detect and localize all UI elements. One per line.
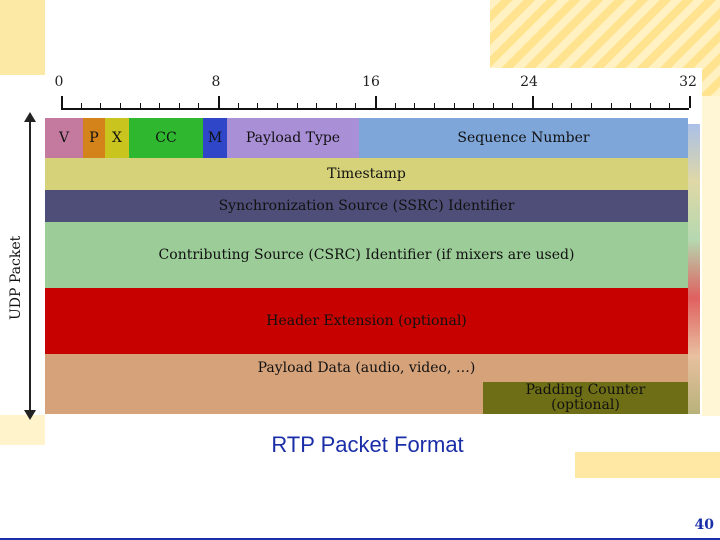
udp-packet-arrow <box>24 112 36 420</box>
background-decoration <box>0 415 45 445</box>
field-padding-counter: Padding Counter (optional) <box>483 382 688 414</box>
csrc-row: Contributing Source (CSRC) Identifier (i… <box>45 222 688 288</box>
ruler-tick <box>551 103 553 108</box>
field-payload-type: Payload Type <box>227 118 359 158</box>
ruler-tick <box>512 103 514 108</box>
ruler-tick <box>571 103 573 108</box>
ruler-tick <box>218 96 220 108</box>
bit-label-24: 24 <box>520 74 538 90</box>
field-timestamp: Timestamp <box>45 158 688 190</box>
header-row: V P X CC M Payload Type Sequence Number <box>45 118 688 158</box>
field-csrc-count: CC <box>129 118 203 158</box>
field-marker: M <box>203 118 227 158</box>
ruler-tick <box>119 103 121 108</box>
bit-label-0: 0 <box>54 74 64 90</box>
ruler-tick <box>394 103 396 108</box>
bit-label-32: 32 <box>679 74 697 90</box>
padding-row: Padding Counter (optional) <box>45 382 688 414</box>
ruler-tick <box>335 103 337 108</box>
ssrc-row: Synchronization Source (SSRC) Identifier <box>45 190 688 222</box>
ruler-tick <box>100 103 102 108</box>
payload-row: Payload Data (audio, video, …) <box>45 354 688 382</box>
ruler-tick <box>669 103 671 108</box>
ruler-tick <box>590 103 592 108</box>
ruler-tick <box>453 103 455 108</box>
ruler-tick <box>80 103 82 108</box>
field-ssrc: Synchronization Source (SSRC) Identifier <box>45 190 688 222</box>
ruler-tick <box>61 96 63 108</box>
ruler-tick <box>689 96 691 108</box>
background-decoration <box>575 452 720 478</box>
bit-ruler <box>61 108 689 110</box>
ruler-tick <box>198 103 200 108</box>
footer-line <box>0 538 720 540</box>
field-payload-data: Payload Data (audio, video, …) <box>45 354 688 382</box>
ruler-tick <box>532 96 534 108</box>
ruler-tick <box>237 103 239 108</box>
field-payload-data-cont <box>45 382 483 414</box>
field-extension: X <box>105 118 129 158</box>
ruler-tick <box>630 103 632 108</box>
bit-label-8: 8 <box>211 74 221 90</box>
ruler-tick <box>492 103 494 108</box>
field-padding: P <box>83 118 105 158</box>
bit-label-16: 16 <box>362 74 380 90</box>
field-csrc: Contributing Source (CSRC) Identifier (i… <box>45 222 688 288</box>
ruler-tick <box>159 103 161 108</box>
ruler-tick <box>610 103 612 108</box>
ruler-tick <box>375 96 377 108</box>
field-header-extension: Header Extension (optional) <box>45 288 688 354</box>
udp-packet-label: UDP Packet <box>8 235 24 320</box>
ruler-tick <box>316 103 318 108</box>
ruler-tick <box>473 103 475 108</box>
rtp-diagram: 0 8 16 24 32 UDP Packet V P X CC M Paylo… <box>8 68 702 420</box>
ruler-tick <box>433 103 435 108</box>
ruler-tick <box>649 103 651 108</box>
ruler-tick <box>276 103 278 108</box>
field-version: V <box>45 118 83 158</box>
field-sequence-number: Sequence Number <box>359 118 688 158</box>
header-extension-row: Header Extension (optional) <box>45 288 688 354</box>
ruler-tick <box>414 103 416 108</box>
ruler-tick <box>355 103 357 108</box>
diagram-side-edge <box>688 124 700 414</box>
ruler-tick <box>296 103 298 108</box>
ruler-tick <box>139 103 141 108</box>
ruler-tick <box>178 103 180 108</box>
caption: RTP Packet Format <box>271 432 464 457</box>
timestamp-row: Timestamp <box>45 158 688 190</box>
background-decoration <box>0 0 45 75</box>
ruler-tick <box>257 103 259 108</box>
page-number: 40 <box>694 517 714 533</box>
